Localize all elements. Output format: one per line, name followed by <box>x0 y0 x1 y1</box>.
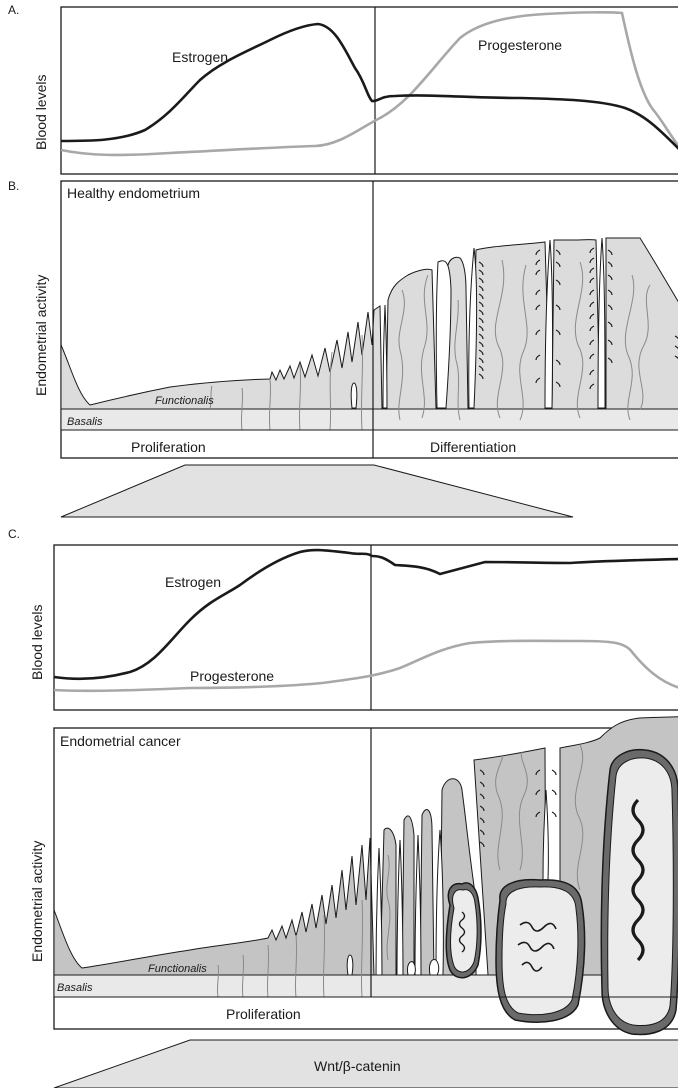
panel-c-gland <box>346 954 354 976</box>
panel-c-progesterone-label: Progesterone <box>190 668 274 684</box>
panel-c-tumor-large <box>600 748 678 1036</box>
panel-c-signal-wedge <box>53 1039 678 1088</box>
panel-a: A. Blood levels Estrogen Progesterone <box>8 3 678 175</box>
panel-a-estrogen-label: Estrogen <box>172 49 228 65</box>
panel-c-gland <box>375 847 383 976</box>
panel-c-bottom-ylabel: Endometrial activity <box>29 841 45 962</box>
panel-b-letter: B. <box>8 179 19 193</box>
panel-c-functionalis-label: Functionalis <box>148 963 207 975</box>
panel-c-basalis-layer <box>53 974 678 998</box>
panel-c-phase-proliferation: Proliferation <box>226 1006 301 1022</box>
panel-c-secretory-marks <box>479 769 557 848</box>
panel-c-gland <box>396 839 404 976</box>
panel-b-functionalis-tissue <box>60 237 678 410</box>
panel-b-basalis-label: Basalis <box>67 416 103 428</box>
panel-a-estrogen-curve <box>60 22 678 150</box>
panel-b-secretory-marks <box>478 247 678 390</box>
panel-c-gland <box>542 789 549 881</box>
panel-c-tumor-medium <box>495 878 586 1023</box>
panel-b-ylabel: Endometrial activity <box>33 275 49 396</box>
panel-c-top-frame <box>53 544 678 711</box>
panel-c-top-ylabel: Blood levels <box>29 605 45 681</box>
panel-b-activity-wedge <box>60 464 574 518</box>
panel-b-gland <box>435 260 452 409</box>
panel-c-signal-label: Wnt/β-catenin <box>314 1058 401 1074</box>
panel-c-gland <box>429 959 440 976</box>
panel-a-ylabel: Blood levels <box>33 75 49 151</box>
panel-b-gland <box>468 247 478 409</box>
panel-c-bottom-frame <box>53 727 678 1030</box>
panel-a-letter: A. <box>8 3 19 17</box>
panel-a-progesterone-label: Progesterone <box>478 37 562 53</box>
panel-b-phase-differentiation: Differentiation <box>430 439 516 455</box>
panel-b-basalis-layer <box>60 408 678 431</box>
panel-b-frame <box>60 180 678 459</box>
panel-c-basalis-label: Basalis <box>57 982 93 994</box>
panel-b-gland <box>544 239 554 409</box>
panel-c-letter: C. <box>8 527 20 541</box>
panel-c-gland <box>414 834 422 976</box>
panel-b-gland <box>382 304 388 409</box>
panel-b-title: Healthy endometrium <box>67 185 200 201</box>
panel-b-vessels <box>209 259 651 431</box>
panel-c-estrogen-label: Estrogen <box>165 574 221 590</box>
panel-c-vessels <box>216 744 584 998</box>
panel-c-hormones: C. Blood levels Estrogen Progesterone <box>8 527 678 711</box>
panel-a-progesterone-curve <box>60 11 678 157</box>
panel-b-phase-proliferation: Proliferation <box>131 439 206 455</box>
panel-c-tumor-small <box>445 882 482 979</box>
panel-c-title: Endometrial cancer <box>60 733 181 749</box>
panel-c-gland <box>435 829 444 976</box>
panel-a-frame <box>60 6 678 175</box>
panel-c-progesterone-curve <box>53 639 678 693</box>
panel-b-gland <box>350 382 358 409</box>
panel-b-gland <box>597 237 606 409</box>
panel-c-gland <box>407 961 416 976</box>
panel-c-cancer: Endometrial cancer Endometrial activity … <box>29 716 678 1088</box>
panel-b: B. Healthy endometrium Endometrial activ… <box>8 179 678 518</box>
panel-b-functionalis-label: Functionalis <box>155 395 214 407</box>
panel-c-estrogen-curve <box>53 548 678 681</box>
